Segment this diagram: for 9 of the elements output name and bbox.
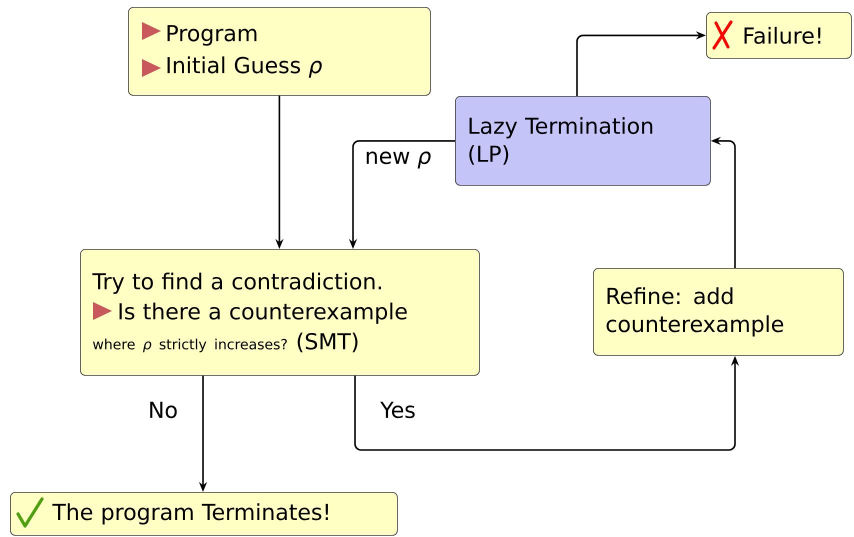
process-box: Lazy Termination (LP)	[455, 96, 711, 186]
edge-label: No	[150, 402, 177, 418]
process-box: Program Initial Guess ρ	[128, 7, 431, 96]
edge-label: new ρ	[366, 152, 431, 168]
result-box: Failure!	[706, 12, 852, 59]
edge-label: Yes	[380, 402, 415, 418]
result-box: The program Terminates!	[10, 492, 398, 536]
process-box: Try to find a contradiction. Is there a counterexample where ρ strictly increases? (SMT)	[80, 249, 480, 376]
process-box: Refine: add counterexample	[593, 268, 844, 356]
